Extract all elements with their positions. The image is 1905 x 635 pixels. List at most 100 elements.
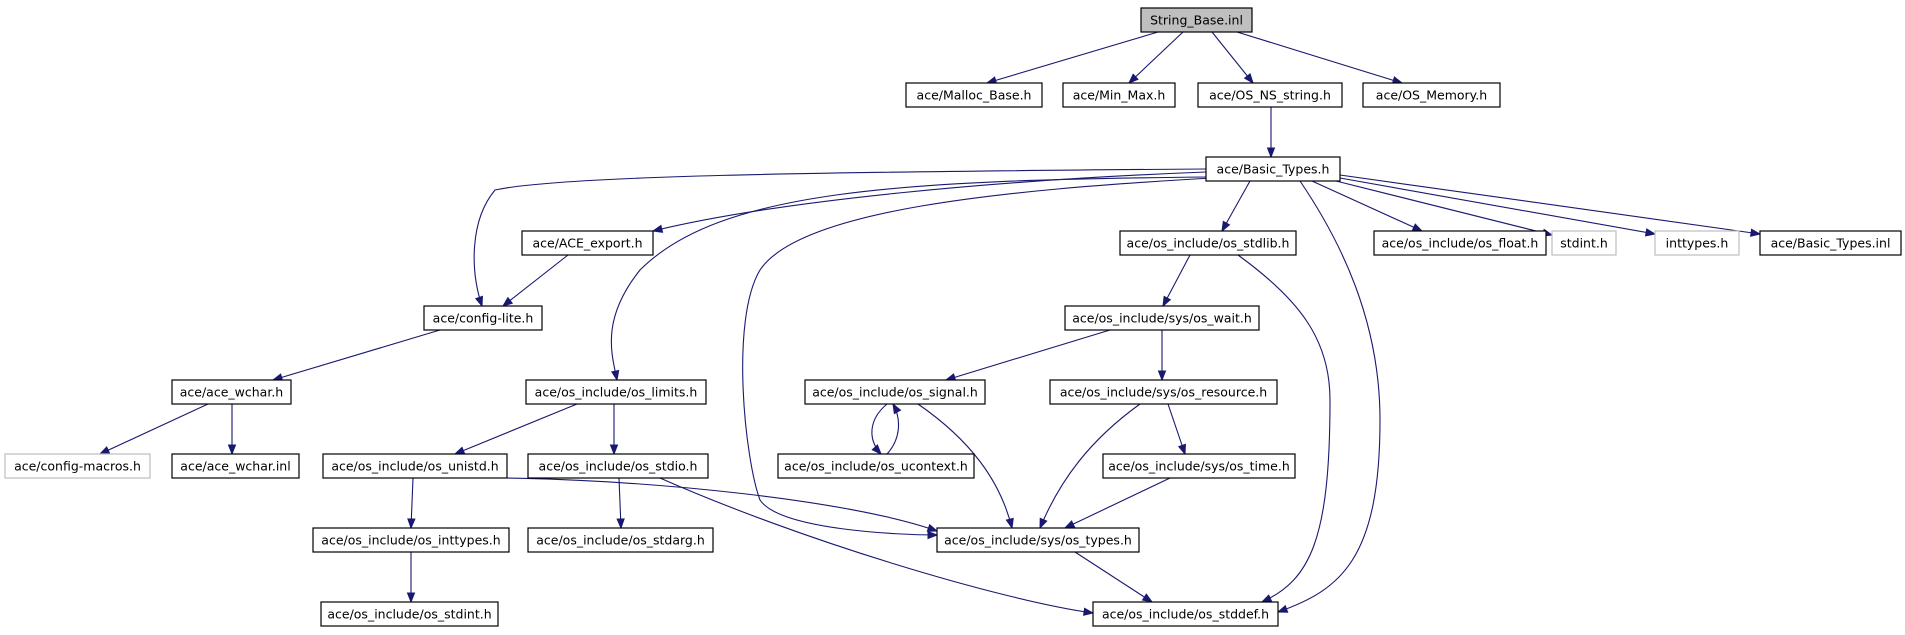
arrowhead-icon — [1221, 220, 1231, 233]
node-os-ns-string-h[interactable]: ace/OS_NS_string.h — [1197, 82, 1343, 108]
node-label: ace/os_include/os_signal.h — [812, 385, 978, 400]
node-box — [312, 527, 510, 553]
arrowhead-icon — [609, 444, 619, 456]
edge-os_unistd_h-to-os_types_h — [506, 477, 939, 532]
arrowhead-icon — [1127, 73, 1139, 84]
node-label: ace/os_include/sys/os_wait.h — [1072, 311, 1252, 326]
edge-basic_types_h-to-config_lite_h — [473, 168, 1207, 308]
arrowhead-icon — [1266, 147, 1276, 159]
node-os-float-h[interactable]: ace/os_include/os_float.h — [1373, 230, 1547, 256]
node-label: ace/OS_NS_string.h — [1209, 88, 1331, 103]
node-label: ace/os_include/os_stddef.h — [1102, 607, 1269, 622]
edge-os_types_h-to-os_stddef_h — [1074, 551, 1154, 603]
edge-line — [1162, 254, 1191, 307]
edge-line — [1339, 174, 1761, 235]
edge-os_stdio_h-to-os_stddef_h — [659, 477, 1095, 616]
edge-line — [1064, 477, 1171, 529]
edge-string_base_inl-to-os_memory_h — [1236, 31, 1404, 85]
node-os-stddef-h[interactable]: ace/os_include/os_stddef.h — [1092, 601, 1279, 627]
edge-os_unistd_h-to-os_inttypes_h — [407, 477, 416, 530]
node-os-wait-h[interactable]: ace/os_include/sys/os_wait.h — [1064, 305, 1260, 331]
node-stdint-h: stdint.h — [1551, 230, 1617, 256]
edge-ace_wchar_h-to-config_macros_h — [98, 403, 209, 455]
edge-line — [659, 477, 1094, 614]
arrowhead-icon — [406, 592, 416, 604]
arrowhead-icon — [651, 224, 664, 233]
node-os-signal-h[interactable]: ace/os_include/os_signal.h — [804, 379, 986, 405]
node-os-inttypes-h[interactable]: ace/os_include/os_inttypes.h — [312, 527, 510, 553]
node-label: inttypes.h — [1666, 236, 1729, 251]
edge-os_stdlib_h-to-os_wait_h — [1162, 254, 1191, 308]
node-label: ace/config-macros.h — [14, 459, 141, 474]
node-os-stdlib-h[interactable]: ace/os_include/os_stdlib.h — [1119, 230, 1297, 256]
node-os-memory-h[interactable]: ace/OS_Memory.h — [1362, 82, 1501, 108]
node-box — [1140, 7, 1253, 33]
node-label: String_Base.inl — [1150, 13, 1243, 28]
edge-line — [986, 31, 1159, 84]
arrowhead-icon — [1644, 228, 1657, 237]
node-label: ace/os_include/os_float.h — [1382, 236, 1539, 251]
edge-os_inttypes_h-to-os_stdint_h — [406, 552, 416, 604]
arrowhead-icon — [453, 446, 466, 455]
edge-line — [1128, 31, 1184, 84]
arrowhead-icon — [871, 444, 882, 456]
node-os-limits-h[interactable]: ace/os_include/os_limits.h — [525, 379, 707, 405]
node-os-stdio-h[interactable]: ace/os_include/os_stdio.h — [527, 453, 709, 479]
node-label: ace/Basic_Types.h — [1217, 162, 1330, 177]
edge-string_base_inl-to-min_max_h — [1127, 31, 1184, 84]
node-label: ace/os_include/os_stdint.h — [327, 607, 491, 622]
node-os-stdint-h[interactable]: ace/os_include/os_stdint.h — [320, 601, 499, 627]
edge-ace_wchar_h-to-ace_wchar_inl — [227, 404, 237, 456]
node-min-max-h[interactable]: ace/Min_Max.h — [1062, 82, 1176, 108]
node-os-types-h[interactable]: ace/os_include/sys/os_types.h — [936, 527, 1140, 553]
node-box — [171, 379, 292, 405]
edge-line — [871, 403, 888, 455]
node-os-unistd-h[interactable]: ace/os_include/os_unistd.h — [322, 453, 508, 479]
node-box — [1205, 156, 1341, 182]
node-basic-types-inl[interactable]: ace/Basic_Types.inl — [1759, 230, 1902, 256]
node-box — [1049, 379, 1278, 405]
node-box — [1064, 305, 1260, 331]
arrowhead-icon — [98, 446, 111, 455]
node-box — [525, 379, 707, 405]
node-box — [4, 453, 151, 479]
node-label: stdint.h — [1560, 236, 1608, 251]
arrowhead-icon — [1083, 607, 1095, 616]
node-os-ucontext-h[interactable]: ace/os_include/os_ucontext.h — [777, 453, 975, 479]
arrowhead-icon — [1243, 72, 1254, 85]
node-box — [1092, 601, 1279, 627]
edge-basic_types_h-to-os_limits_h — [610, 176, 1211, 382]
node-os-resource-h[interactable]: ace/os_include/sys/os_resource.h — [1049, 379, 1278, 405]
node-box — [905, 82, 1043, 108]
arrowhead-icon — [926, 523, 939, 532]
node-ace-wchar-h[interactable]: ace/ace_wchar.h — [171, 379, 292, 405]
node-malloc-base-h[interactable]: ace/Malloc_Base.h — [905, 82, 1043, 108]
edge-os_wait_h-to-os_signal_h — [944, 329, 1111, 382]
node-config-lite-h[interactable]: ace/config-lite.h — [423, 305, 543, 331]
arrowhead-icon — [1260, 594, 1273, 603]
edge-line — [652, 171, 1207, 232]
node-box — [320, 601, 499, 627]
node-ace-wchar-inl[interactable]: ace/ace_wchar.inl — [171, 453, 300, 479]
edge-line — [1335, 180, 1553, 236]
node-box — [322, 453, 508, 479]
node-label: ace/os_include/sys/os_resource.h — [1060, 385, 1267, 400]
node-box — [1654, 230, 1740, 256]
edge-line — [945, 329, 1111, 381]
arrowhead-icon — [1162, 295, 1172, 308]
node-label: ace/ace_wchar.inl — [180, 459, 290, 474]
edge-line — [506, 477, 938, 532]
arrowhead-icon — [610, 369, 620, 382]
edge-os_time_h-to-os_types_h — [1063, 477, 1171, 529]
node-os-stdarg-h[interactable]: ace/os_include/os_stdarg.h — [527, 527, 714, 553]
edge-basic_types_h-to-inttypes_h — [1339, 177, 1657, 237]
node-box — [1551, 230, 1617, 256]
node-label: ace/OS_Memory.h — [1376, 88, 1487, 103]
edge-os_resource_h-to-os_types_h — [1039, 403, 1141, 530]
arrowhead-icon — [501, 296, 514, 307]
node-ace-export-h[interactable]: ace/ACE_export.h — [521, 230, 654, 256]
node-basic-types-h[interactable]: ace/Basic_Types.h — [1205, 156, 1341, 182]
nodes-layer: String_Base.inl ace/Malloc_Base.h ace/Min_… — [4, 7, 1902, 627]
node-os-time-h[interactable]: ace/os_include/sys/os_time.h — [1102, 453, 1296, 479]
